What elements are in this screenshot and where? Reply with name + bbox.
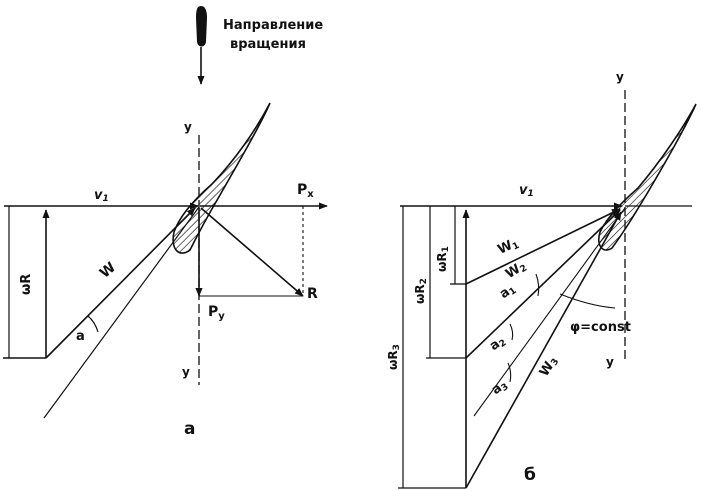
rotation-indicator: Направление вращения xyxy=(196,6,323,85)
panel-b-a2-arc xyxy=(509,323,514,341)
panel-b-wr2-label: ωR2 xyxy=(413,278,429,304)
panel-b-wr1-label: ωR1 xyxy=(435,246,451,272)
panel-b-w1-vector xyxy=(465,208,621,285)
panel-b-a3-arc xyxy=(507,362,512,383)
panel-b-wr3-label: ωR3 xyxy=(386,344,402,370)
panel-a-alpha-label: a xyxy=(76,329,85,344)
panel-a-blade-section xyxy=(172,102,271,254)
panel-b-a1-arc xyxy=(535,273,540,297)
panel-a-px-label: Px xyxy=(297,182,314,200)
panel-a-w-vector xyxy=(45,207,196,359)
panel-a-alpha-arc xyxy=(87,315,99,333)
panel-b-phi-label: φ=const xyxy=(570,320,631,335)
rotation-label-line1: Направление xyxy=(223,18,323,33)
panel-a-r-label: R xyxy=(307,286,318,302)
panel-b-w3-vector xyxy=(465,211,622,489)
panel-a-axis-top-label: y xyxy=(184,120,192,134)
rotation-label-line2: вращения xyxy=(230,37,306,52)
panel-b-w1-label: W1 xyxy=(496,235,521,258)
rotation-blade-shape xyxy=(196,6,207,47)
panel-b-w3-label: W3 xyxy=(537,354,561,380)
panel-b-a1-label: a1 xyxy=(497,281,519,303)
panel-b-v1-label: v1 xyxy=(519,183,534,199)
panel-a-w-label: W xyxy=(97,260,119,282)
panel-b: y y v1 W1 W2 W3 a1 a2 a3 φ=const ωR1 ωR2 xyxy=(386,70,697,489)
panel-b-w2-label: W2 xyxy=(503,258,529,282)
panel-b-axis-top-label: y xyxy=(616,70,624,84)
panel-a-omega-r-label: ωR xyxy=(19,274,34,295)
panel-a-v1-label: v1 xyxy=(94,188,109,204)
panel-a-r-arrow xyxy=(200,207,304,297)
panel-b-blade-section xyxy=(598,103,697,251)
panel-a-py-label: Py xyxy=(208,304,225,322)
panel-a-axis-bottom-label: y xyxy=(182,365,190,379)
panel-b-a2-label: a2 xyxy=(487,333,509,355)
panel-a-caption: а xyxy=(184,419,195,439)
panel-b-caption: б xyxy=(524,465,536,485)
panel-b-w2-vector xyxy=(465,209,621,359)
panel-b-phi-arc xyxy=(559,293,616,309)
panel-b-axis-bottom-label: y xyxy=(606,355,614,369)
panel-a: y y v1 Px Py R W a ωR а xyxy=(3,102,328,439)
